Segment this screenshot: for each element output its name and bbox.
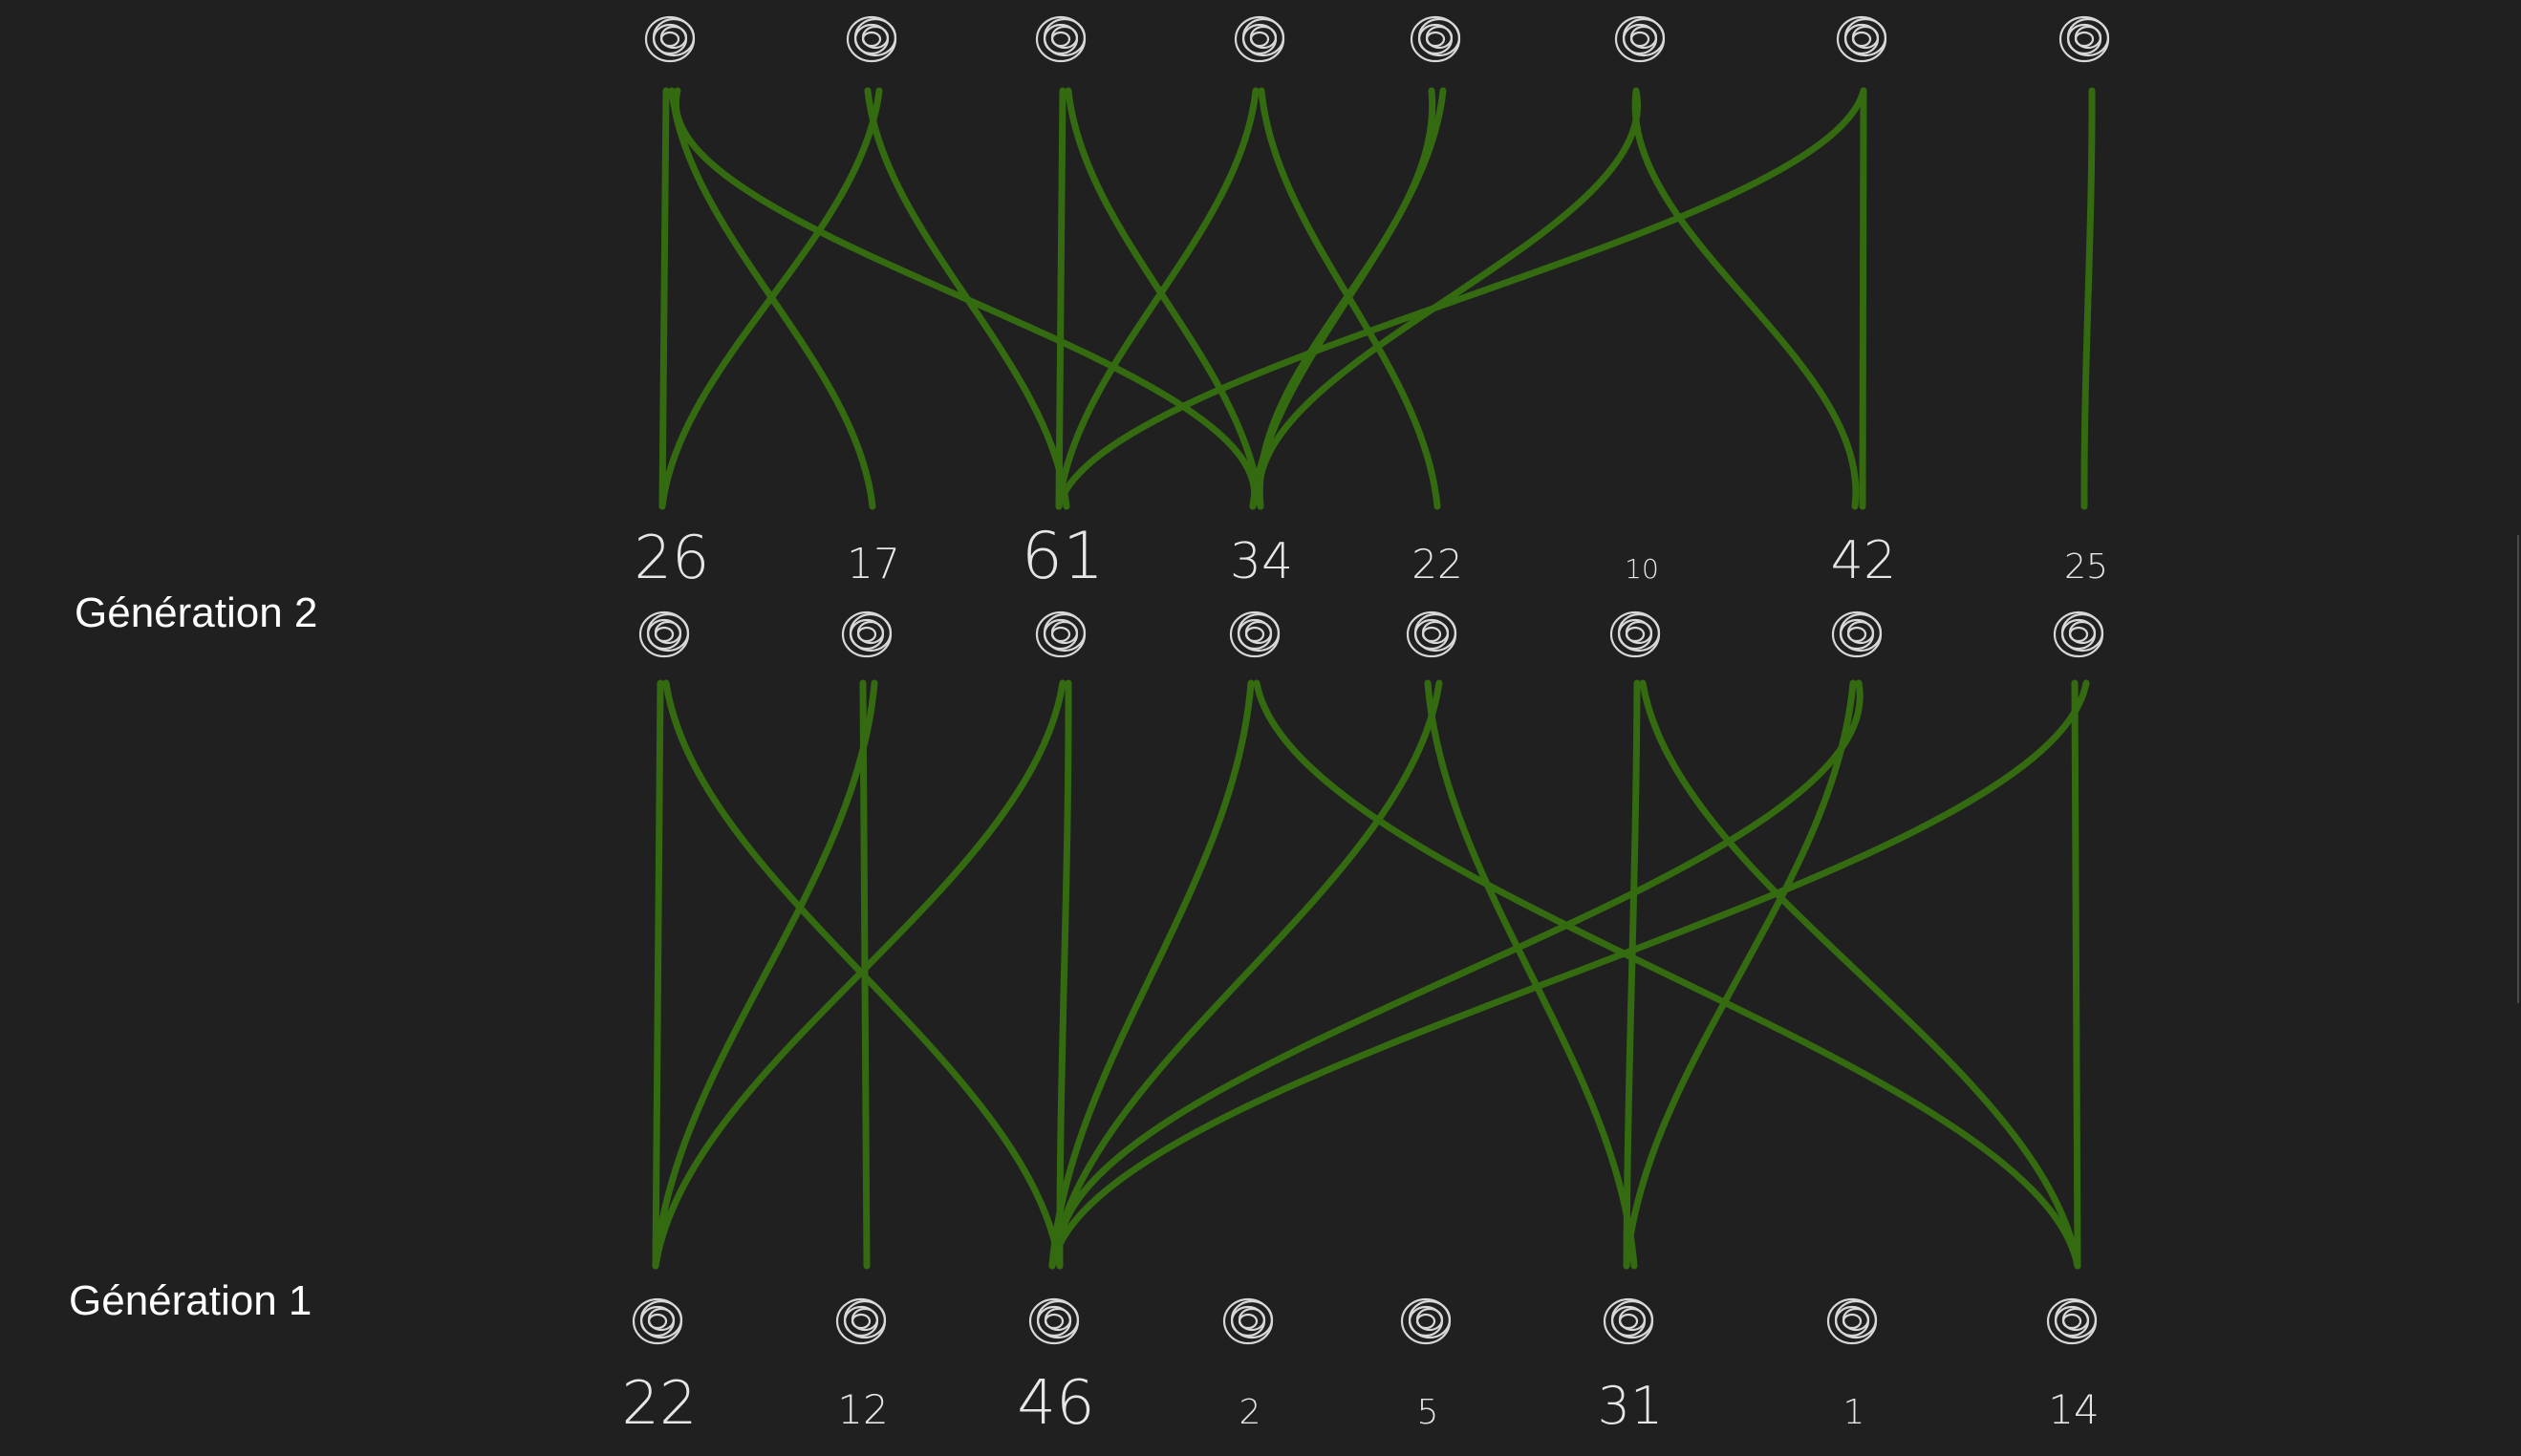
- individual-node: [2058, 15, 2110, 63]
- individual-node: [2053, 610, 2104, 658]
- links-layer: [652, 87, 2096, 1270]
- node-scribble: [659, 31, 680, 48]
- node-scribble: [1050, 626, 1071, 643]
- individual-number: 22: [1411, 541, 1462, 588]
- individual-number: 25: [2064, 547, 2108, 587]
- individual-node: [1234, 15, 1285, 63]
- link-line: [658, 87, 883, 510]
- link-line: [1048, 679, 1255, 1270]
- individual-number: 22: [622, 1368, 698, 1438]
- individual-node: [1609, 610, 1661, 658]
- individual-node: [1603, 1297, 1654, 1345]
- link-line: [652, 679, 1067, 1270]
- individual-node: [1229, 610, 1281, 658]
- node-scribble: [1629, 31, 1650, 48]
- node-scribble: [2068, 626, 2089, 643]
- nodes-layer: [632, 15, 2110, 1345]
- individual-number: 12: [837, 1386, 888, 1433]
- node-scribble: [1415, 1313, 1436, 1330]
- individual-node: [1831, 610, 1883, 658]
- node-scribble: [2074, 31, 2095, 48]
- node-scribble: [1625, 626, 1646, 643]
- node-scribble: [1249, 31, 1270, 48]
- link-line: [1859, 87, 1867, 510]
- individual-number: 1: [1843, 1393, 1865, 1432]
- individual-node: [1406, 610, 1457, 658]
- individual-node: [841, 610, 893, 658]
- node-scribble: [1618, 1313, 1639, 1330]
- node-scribble: [1425, 31, 1446, 48]
- node-scribble: [1244, 626, 1265, 643]
- individual-node: [1826, 1297, 1878, 1345]
- node-scribble: [851, 1313, 872, 1330]
- node-scribble: [1842, 1313, 1863, 1330]
- link-line: [1639, 679, 2081, 1270]
- individual-node: [638, 610, 690, 658]
- link-line: [1055, 87, 1867, 510]
- generation-1-label: Génération 1: [69, 1277, 312, 1324]
- individual-node: [644, 15, 696, 63]
- link-line: [1631, 87, 1860, 510]
- individual-node: [1222, 1297, 1274, 1345]
- individual-number: 46: [1017, 1368, 1094, 1439]
- individual-number: 34: [1230, 533, 1293, 590]
- link-line: [2071, 679, 2081, 1270]
- node-scribble: [1238, 1313, 1259, 1330]
- node-scribble: [2061, 1313, 2082, 1330]
- individual-node: [632, 1297, 683, 1345]
- individual-number: 10: [1625, 553, 1659, 585]
- individual-node: [2046, 1297, 2098, 1345]
- link-line: [2080, 87, 2096, 510]
- individual-number: 2: [1239, 1393, 1261, 1432]
- link-line: [1623, 679, 1857, 1270]
- individual-number: 42: [1831, 530, 1897, 590]
- individual-node: [1836, 15, 1887, 63]
- individual-node: [1400, 1297, 1452, 1345]
- generation-2-label: Génération 2: [75, 589, 318, 636]
- individual-node: [1410, 15, 1461, 63]
- link-line: [1048, 679, 2090, 1270]
- link-line: [658, 87, 670, 510]
- node-scribble: [1851, 31, 1872, 48]
- link-line: [1065, 87, 1264, 510]
- link-line: [1256, 87, 1436, 510]
- link-line: [652, 679, 878, 1270]
- link-line: [1255, 87, 1642, 510]
- node-scribble: [1044, 1313, 1065, 1330]
- node-scribble: [1050, 31, 1071, 48]
- link-line: [1056, 679, 1072, 1270]
- individual-node: [1614, 15, 1666, 63]
- link-line: [672, 87, 1259, 510]
- individual-number: 31: [1598, 1376, 1664, 1436]
- individual-number: 61: [1022, 519, 1105, 594]
- node-scribble: [654, 626, 675, 643]
- node-scribble: [1846, 626, 1867, 643]
- link-line: [1055, 679, 1864, 1270]
- individual-node: [1035, 610, 1087, 658]
- individual-number: 26: [635, 523, 710, 592]
- individual-node: [1028, 1297, 1080, 1345]
- individual-node: [846, 15, 897, 63]
- individual-node: [1035, 15, 1087, 63]
- link-line: [1048, 679, 1443, 1270]
- link-line: [652, 679, 664, 1270]
- link-line: [1623, 679, 1641, 1270]
- individual-number: 17: [847, 540, 900, 589]
- right-edge-divider: [2517, 535, 2519, 1003]
- individual-node: [835, 1297, 887, 1345]
- link-line: [859, 679, 871, 1270]
- node-scribble: [1421, 626, 1442, 643]
- node-scribble: [861, 31, 882, 48]
- link-line: [1055, 87, 1260, 510]
- individual-number: 14: [2048, 1386, 2099, 1433]
- individual-number: 5: [1417, 1393, 1439, 1432]
- link-line: [1253, 679, 2081, 1270]
- node-scribble: [647, 1313, 668, 1330]
- node-scribble: [856, 626, 877, 643]
- link-line: [1055, 87, 1067, 510]
- link-line: [1424, 679, 1638, 1270]
